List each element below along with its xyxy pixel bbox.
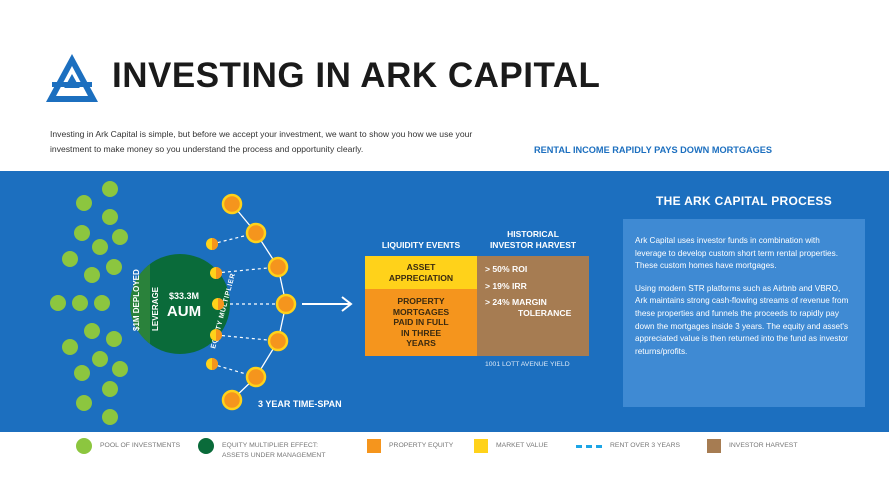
property-line-1: PROPERTY — [397, 296, 445, 306]
legend-property-equity-label: PROPERTY EQUITY — [389, 442, 454, 449]
arrow-icon — [302, 296, 353, 312]
legend-equity-line2: ASSETS UNDER MANAGEMENT — [222, 452, 326, 459]
harvest-margin: > 24% MARGIN — [485, 297, 547, 307]
rental-income-heading: RENTAL INCOME RAPIDLY PAYS DOWN MORTGAGE… — [534, 145, 773, 155]
process-paragraph-1: Ark Capital uses investor funds in combi… — [635, 236, 838, 271]
asset-line-1: ASSET — [406, 262, 436, 272]
legend-property-equity: PROPERTY EQUITY — [367, 438, 453, 453]
harvest-irr: > 19% IRR — [485, 281, 527, 291]
legend-market-value: MARKET VALUE — [474, 438, 548, 453]
orange-square-icon — [367, 439, 381, 453]
legend-equity-label: EQUITY MULTIPLIER EFFECT: ASSETS UNDER M… — [222, 441, 325, 461]
pool-of-investments — [50, 181, 128, 425]
legend-harvest-label: INVESTOR HARVEST — [729, 442, 798, 449]
legend-equity-line1: EQUITY MULTIPLIER EFFECT: — [222, 442, 319, 449]
legend-equity: EQUITY MULTIPLIER EFFECT: ASSETS UNDER M… — [198, 438, 325, 461]
investor-harvest-cell — [477, 256, 589, 356]
dashed-line-icon — [576, 445, 602, 448]
property-nodes — [221, 193, 297, 411]
property-mortgages-cell: PROPERTY MORTGAGES PAID IN FULL IN THREE… — [365, 289, 477, 356]
harvest-roi: > 50% ROI — [485, 264, 528, 274]
yellow-square-icon — [474, 439, 488, 453]
property-line-2: MORTGAGES — [392, 306, 450, 317]
process-title: THE ARK CAPITAL PROCESS — [655, 194, 833, 208]
asset-appreciation-cell: ASSET APPRECIATION — [365, 256, 477, 289]
aum-label: AUM — [167, 303, 201, 320]
process-panel: Ark Capital uses investor funds in combi… — [623, 219, 865, 407]
property-line-5: YEARS — [406, 338, 436, 348]
legend: POOL OF INVESTMENTS EQUITY MULTIPLIER EF… — [0, 438, 889, 478]
legend-market-value-label: MARKET VALUE — [496, 442, 548, 449]
harvest-heading-line1: HISTORICAL — [507, 229, 559, 239]
property-line-3: PAID IN FULL — [393, 317, 449, 327]
legend-rent: RENT OVER 3 YEARS — [576, 438, 680, 451]
equity-multiplier-dots — [206, 238, 224, 370]
lott-footnote: 1001 LOTT AVENUE YIELD — [485, 361, 570, 368]
property-line-4: IN THREE — [400, 327, 442, 338]
process-paragraph-2: Using modern STR platforms such as Airbn… — [635, 283, 849, 356]
liquidity-events-heading: LIQUIDITY EVENTS — [381, 240, 461, 250]
legend-rent-label: RENT OVER 3 YEARS — [610, 442, 681, 449]
green-dot-icon — [76, 438, 92, 454]
legend-harvest: INVESTOR HARVEST — [707, 438, 798, 453]
ark-logo-icon — [46, 54, 98, 102]
harvest-tolerance: TOLERANCE — [518, 308, 572, 318]
timespan-label: 3 YEAR TIME-SPAN — [258, 399, 342, 409]
page-title: INVESTING IN ARK CAPITAL — [112, 56, 601, 95]
asset-line-2: APPRECIATION — [388, 273, 454, 283]
intro-text: Investing in Ark Capital is simple, but … — [50, 129, 473, 154]
dark-green-dot-icon — [198, 438, 214, 454]
investment-diagram: $33.3M AUM $1M DEPLOYED LEVERAGE EQUITY … — [50, 181, 353, 425]
deployed-label: $1M DEPLOYED — [132, 269, 141, 331]
brown-square-icon — [707, 439, 721, 453]
leverage-label: LEVERAGE — [151, 286, 160, 331]
aum-amount: $33.3M — [169, 291, 199, 301]
harvest-heading-line2: INVESTOR HARVEST — [489, 240, 577, 250]
legend-pool-label: POOL OF INVESTMENTS — [100, 442, 181, 449]
legend-pool: POOL OF INVESTMENTS — [76, 438, 180, 454]
